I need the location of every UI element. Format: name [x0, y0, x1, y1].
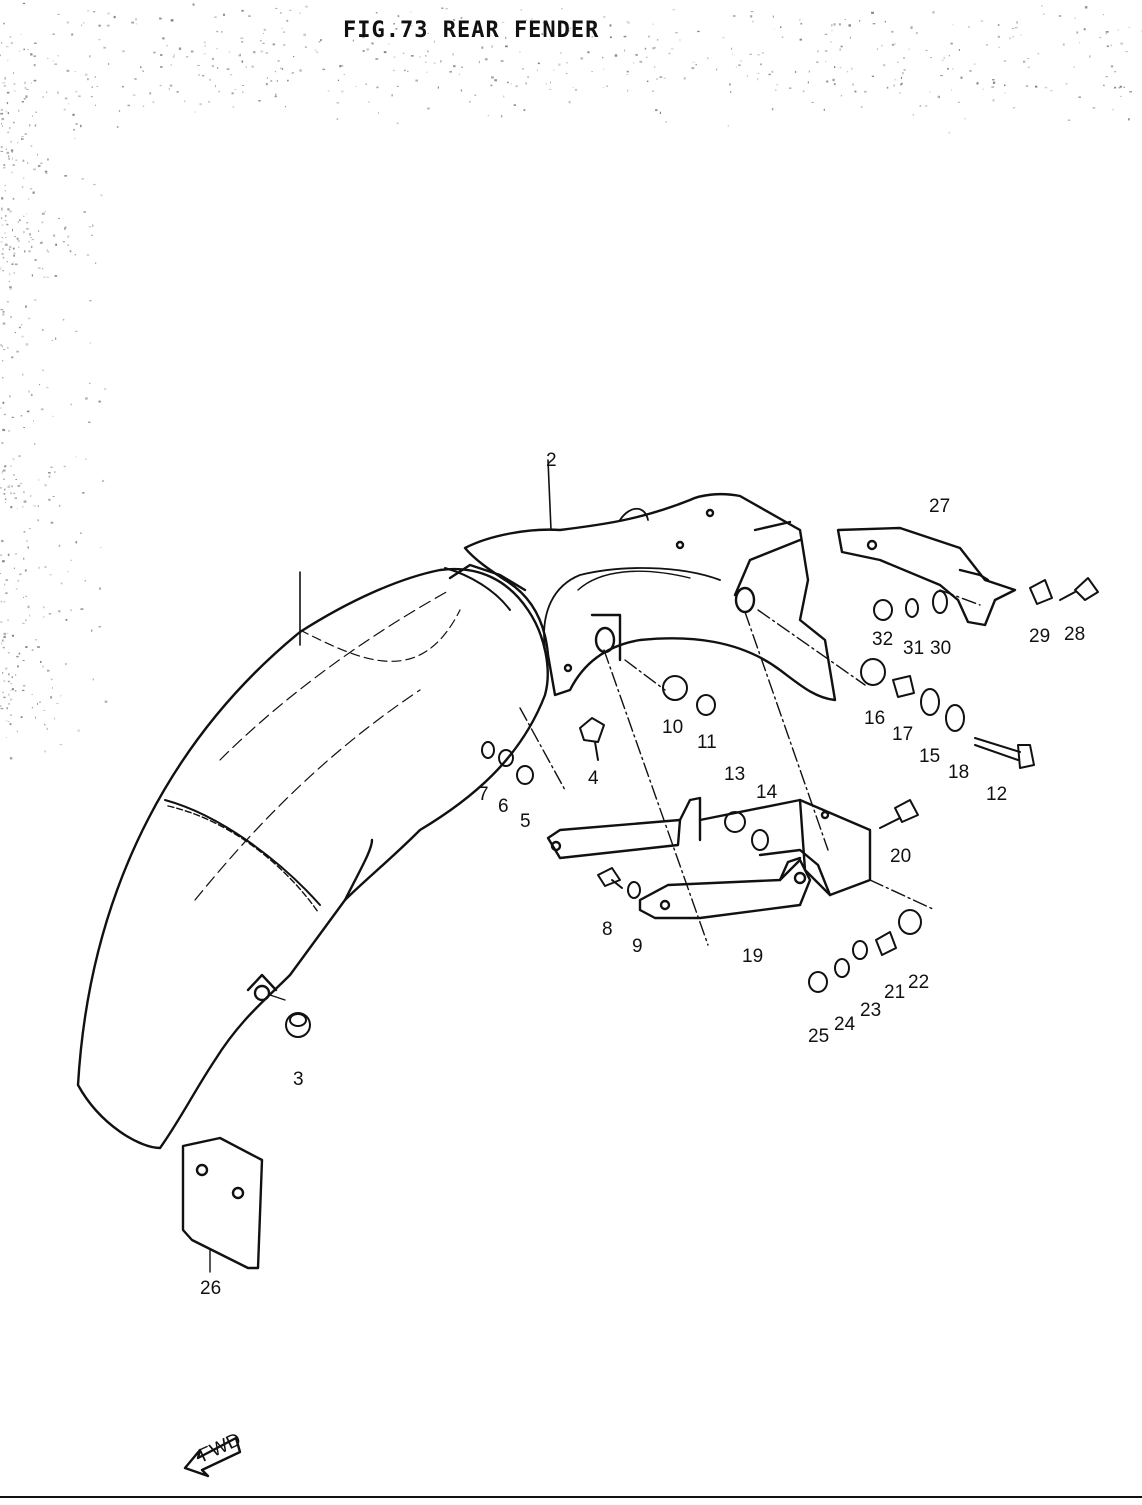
inner-fender-part: [463, 459, 837, 702]
callout-30: 30: [930, 638, 951, 659]
callout-28: 28: [1064, 624, 1085, 645]
callout-19: 19: [742, 946, 763, 967]
callout-23: 23: [860, 1000, 881, 1021]
callout-10: 10: [662, 717, 683, 738]
callout-27: 27: [929, 496, 950, 517]
callout-4: 4: [588, 768, 599, 789]
callout-15: 15: [919, 746, 940, 767]
callout-26: 26: [200, 1278, 221, 1299]
callout-11: 11: [697, 732, 717, 753]
callout-3: 3: [293, 1069, 304, 1090]
callout-2: 2: [546, 450, 557, 471]
callout-31: 31: [903, 638, 924, 659]
callout-6: 6: [498, 796, 509, 817]
plate-part: [181, 1136, 264, 1273]
callout-16: 16: [864, 708, 885, 729]
figure-title: FIG.73 REAR FENDER: [343, 18, 600, 43]
callout-24: 24: [834, 1014, 856, 1035]
callout-8: 8: [602, 919, 613, 940]
callout-7: 7: [478, 784, 489, 805]
rear-fender-part: [76, 563, 549, 1150]
callout-18: 18: [948, 762, 969, 783]
callout-20: 20: [890, 846, 911, 867]
scan-noise: [0, 2, 1142, 760]
rail-bracket-part: [546, 796, 872, 920]
callout-25: 25: [808, 1026, 829, 1047]
leader-lines: [519, 589, 981, 946]
callout-9: 9: [632, 936, 643, 957]
tail-bracket-part: [836, 526, 1017, 627]
callout-numbers: 2 3 4 5 6 7 8 9 10 11 12 13 14 15 16 17 …: [200, 450, 1085, 1299]
callout-22: 22: [908, 972, 929, 993]
fwd-arrow-badge: FWD: [183, 1429, 244, 1478]
callout-13: 13: [724, 764, 745, 785]
hardware-parts: [285, 577, 1099, 1038]
callout-14: 14: [756, 782, 778, 803]
callout-5: 5: [520, 811, 531, 832]
callout-17: 17: [892, 724, 913, 745]
callout-32: 32: [872, 629, 893, 650]
callout-12: 12: [986, 784, 1007, 805]
callout-21: 21: [884, 982, 905, 1003]
callout-29: 29: [1029, 626, 1050, 647]
